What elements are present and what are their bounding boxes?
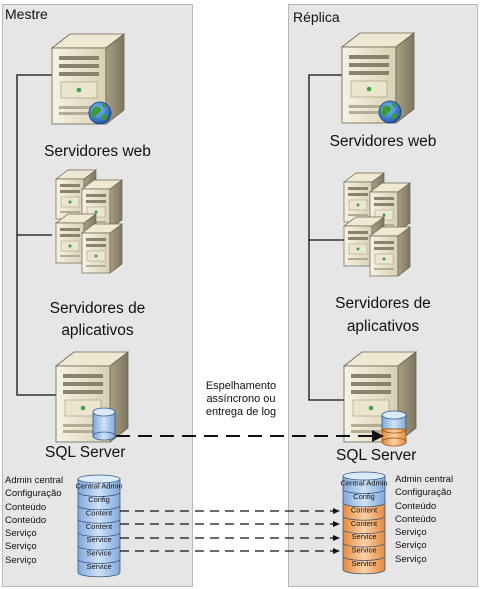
database-layer-label: Content [351, 505, 378, 514]
replica-app-server-cluster-icon [344, 173, 410, 276]
database-layer-label: Service [86, 535, 111, 544]
primary-web-server-icon [51, 33, 125, 125]
primary-app-servers-label-line1: Servidores de [49, 300, 146, 317]
replica-web-server-icon [341, 32, 415, 124]
database-label: Configuração [395, 487, 452, 499]
primary-title: Mestre [5, 6, 48, 22]
replica-sql-server-label: SQL Server [336, 447, 417, 464]
database-label: Serviço [5, 541, 37, 553]
database-layer [342, 515, 386, 534]
database-label: Serviço [5, 554, 37, 566]
database-layer-label: Service [351, 546, 376, 555]
database-label: Conteúdo [5, 501, 47, 513]
database-layer [342, 542, 386, 561]
mirroring-arrow [116, 430, 384, 442]
primary-app-servers-label-line2: aplicativos [61, 322, 134, 339]
replica-connector-lines [308, 74, 348, 401]
database-layer [342, 475, 386, 494]
database-layer [342, 556, 386, 575]
database-stack-top [342, 471, 386, 481]
database-layer-label: Central Admin [75, 482, 122, 491]
database-layer [77, 518, 121, 537]
database-label: Serviço [395, 527, 427, 539]
database-label: Serviço [395, 553, 427, 565]
mirroring-text-line3: entrega de log [205, 406, 277, 418]
database-label: Conteúdo [395, 513, 437, 525]
mirroring-text-line2: assíncrono ou [206, 393, 276, 405]
database-layer [77, 478, 121, 497]
database-layer-label: Central Admin [340, 479, 387, 488]
database-label: Admin central [5, 475, 64, 486]
mirroring-text-line1: Espelhamento [205, 380, 277, 392]
replica-app-servers-label-line2: aplicativos [346, 318, 420, 335]
primary-sql-server-icon [55, 351, 129, 443]
database-layer [77, 532, 121, 551]
database-layer [77, 559, 121, 578]
database-layer-label: Content [86, 522, 113, 531]
primary-sql-database-icon [92, 407, 116, 441]
database-label: Conteúdo [395, 500, 437, 512]
database-replication-arrows [120, 510, 333, 552]
database-label: Serviço [5, 528, 37, 540]
database-layer [77, 545, 121, 564]
database-layer-label: Service [86, 549, 111, 558]
primary-database-stack: ServiceServiceServiceContentContentConfi… [75, 474, 123, 578]
database-label: Serviço [395, 540, 427, 552]
primary-web-servers-label: Servidores web [44, 143, 151, 160]
replica-sql-database-icon [381, 410, 407, 447]
database-layer-label: Config [88, 495, 110, 504]
database-label: Conteúdo [5, 514, 47, 526]
replica-app-servers-label-line1: Servidores de [335, 295, 431, 312]
primary-connector-lines [16, 74, 62, 396]
database-layer [342, 489, 386, 508]
database-layer-label: Config [353, 492, 375, 501]
database-layer-label: Service [351, 532, 376, 541]
replica-database-list: Admin central Configuração Conteúdo Cont… [395, 473, 453, 566]
replica-web-servers-label: Servidores web [329, 133, 437, 150]
database-layer-label: Service [86, 562, 111, 571]
database-layer [342, 529, 386, 548]
database-layer [77, 505, 121, 524]
replica-database-stack: ServiceServiceServiceContentContentConfi… [340, 471, 388, 575]
primary-database-list: Admin central Configuração Conteúdo Cont… [5, 474, 63, 567]
replica-title: Réplica [293, 9, 340, 25]
database-layer [77, 492, 121, 511]
database-layer-label: Content [351, 519, 378, 528]
replica-sql-server-icon [343, 351, 417, 447]
database-label: Admin central [395, 474, 454, 485]
primary-sql-server-label: SQL Server [45, 444, 126, 461]
database-layer-label: Content [86, 508, 113, 517]
primary-app-server-cluster-icon [56, 170, 122, 273]
database-layer [342, 502, 386, 521]
database-layer-label: Service [351, 559, 376, 568]
database-label: Configuração [5, 488, 62, 500]
database-stack-top [77, 474, 121, 484]
mirroring-text: Espelhamento assíncrono ou entrega de lo… [194, 380, 288, 419]
